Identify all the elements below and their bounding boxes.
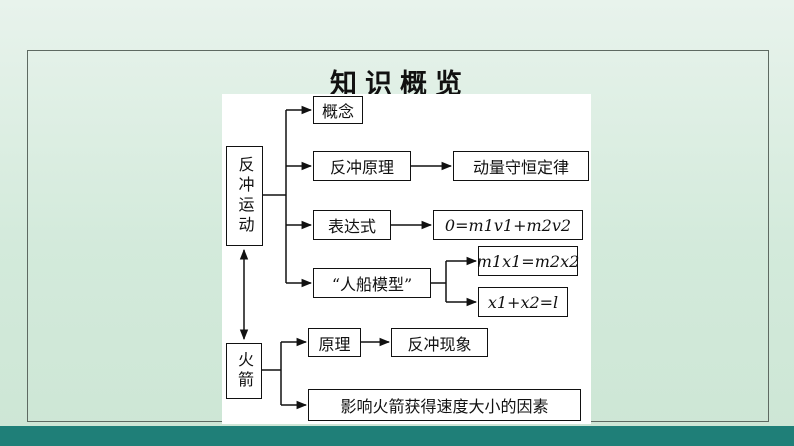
- mass-disp-formula-text: m1x1=m2x2: [476, 251, 580, 271]
- node-momentum-formula: 0=m1v1+m2v2: [433, 210, 583, 240]
- node-renchuan-moxing: “人船模型”: [313, 268, 431, 298]
- node-huojian: 火箭: [226, 343, 262, 399]
- node-biaodashi: 表达式: [313, 210, 391, 240]
- node-dongliang-shouheng: 动量守恒定律: [453, 151, 589, 181]
- node-fanchong-yundong: 反冲运动: [226, 146, 263, 246]
- node-fanchong-xianxiang: 反冲现象: [391, 328, 488, 357]
- node-fanchong-yuanli: 反冲原理: [313, 151, 411, 181]
- sum-disp-formula-text: x1+x2=l: [487, 292, 559, 312]
- node-yuanli: 原理: [308, 328, 361, 357]
- node-mass-disp-formula: m1x1=m2x2: [476, 246, 580, 276]
- node-huojian-label: 火箭: [235, 351, 254, 391]
- node-yingxiang-yinsu: 影响火箭获得速度大小的因素: [308, 389, 581, 421]
- bottom-strip: [0, 426, 794, 446]
- node-gainian: 概念: [313, 96, 363, 124]
- node-fanchong-yundong-label: 反冲运动: [235, 156, 255, 236]
- momentum-formula-text: 0=m1v1+m2v2: [444, 215, 572, 235]
- node-sum-disp-formula: x1+x2=l: [478, 287, 568, 317]
